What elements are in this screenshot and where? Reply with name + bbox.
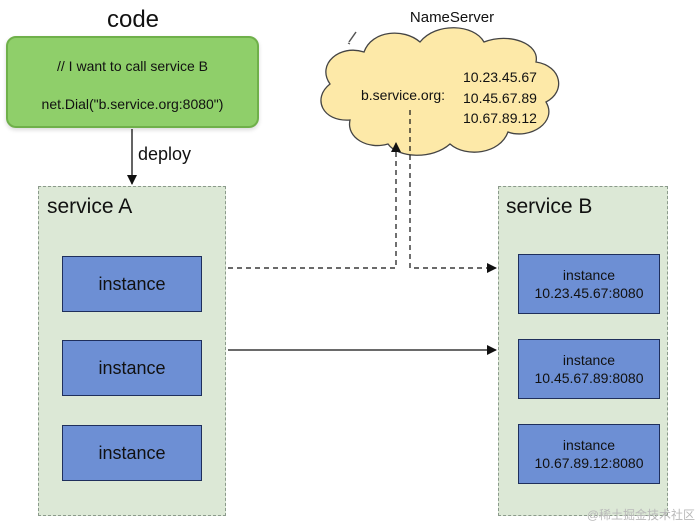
nameserver-host: b.service.org: [361, 87, 446, 103]
service-b-instance: instance 10.23.45.67:8080 [518, 254, 660, 314]
service-a-instance: instance [62, 340, 202, 396]
nameserver-title: NameServer [409, 9, 495, 26]
service-b-instance: instance 10.45.67.89:8080 [518, 339, 660, 399]
nameserver-ip: 10.67.89.12 [463, 110, 537, 126]
instance-address: 10.45.67.89:8080 [534, 370, 644, 386]
deploy-label: deploy [138, 144, 192, 164]
instance-label: instance [562, 267, 616, 283]
code-box: // I want to call service B net.Dial("b.… [6, 36, 259, 128]
service-b-title: service B [506, 195, 593, 218]
nameserver-ip: 10.45.67.89 [463, 90, 537, 106]
code-title: code [106, 6, 160, 33]
service-a-instance: instance [62, 256, 202, 312]
instance-address: 10.23.45.67:8080 [534, 285, 644, 301]
instance-label: instance [562, 437, 616, 453]
instance-address: 10.67.89.12:8080 [534, 455, 644, 471]
instance-label: instance [562, 352, 616, 368]
watermark-text: @稀土掘金技术社区 [586, 508, 695, 522]
nameserver-ip: 10.23.45.67 [463, 69, 537, 85]
code-dial-line: net.Dial("b.service.org:8080") [41, 96, 224, 112]
nameserver-cloud [320, 27, 560, 156]
service-a-title: service A [47, 195, 133, 218]
dns-response-arrow [409, 110, 497, 273]
service-b-instance: instance 10.67.89.12:8080 [518, 424, 660, 484]
pencil-icon [347, 31, 357, 45]
service-a-instance: instance [62, 425, 202, 481]
dns-lookup-arrow [228, 142, 401, 269]
code-comment-line: // I want to call service B [57, 58, 208, 74]
